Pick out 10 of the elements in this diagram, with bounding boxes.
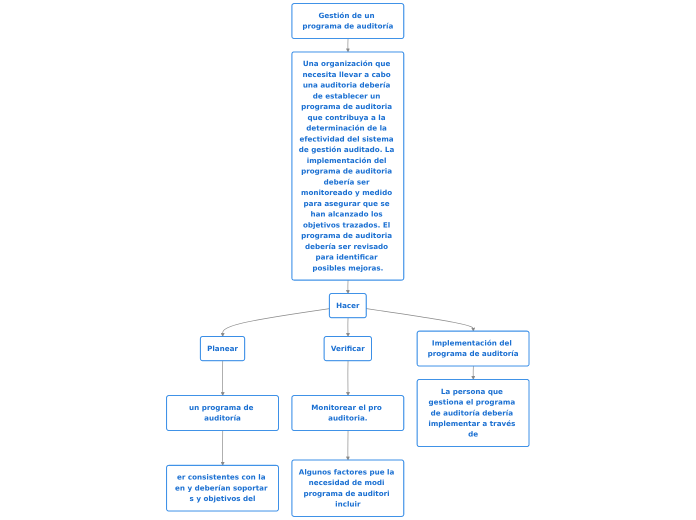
arrow: [346, 360, 350, 396]
arrow: [220, 430, 225, 466]
arrow: [220, 308, 330, 337]
arrow: [346, 430, 350, 460]
arrow: [346, 38, 350, 52]
arrow: [346, 318, 350, 337]
arrow: [220, 360, 225, 396]
arrow: [346, 280, 350, 294]
arrow: [471, 366, 476, 380]
arrow: [366, 308, 476, 332]
